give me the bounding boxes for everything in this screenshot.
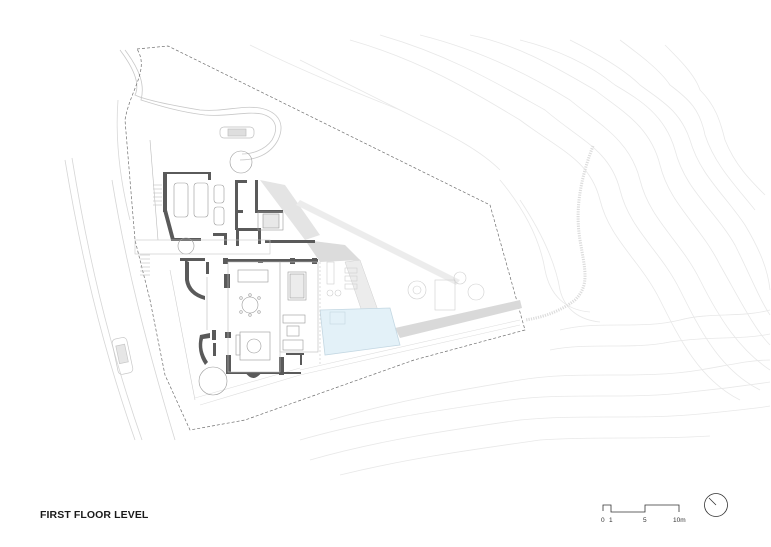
interior-furniture [134, 139, 321, 401]
parked-car-road [111, 337, 134, 375]
terraces [260, 180, 522, 338]
scale-label-5: 5 [643, 517, 647, 524]
north-arrow-circle-icon [704, 493, 728, 517]
retaining-wall-east [524, 145, 595, 322]
building-walls [163, 172, 318, 378]
outdoor-furniture [326, 261, 485, 311]
scale-bar [602, 504, 680, 513]
scale-label-1: 1 [609, 517, 613, 524]
scale-label-10m: 10m [673, 517, 686, 524]
contour-lines [249, 34, 771, 476]
property-boundary [124, 45, 526, 431]
drawing-title: FIRST FLOOR LEVEL [40, 509, 149, 521]
swimming-pool [319, 307, 401, 356]
parked-car-driveway [219, 126, 255, 139]
driveway [116, 49, 282, 221]
access-road [64, 157, 176, 441]
scale-label-0: 0 [601, 517, 605, 524]
